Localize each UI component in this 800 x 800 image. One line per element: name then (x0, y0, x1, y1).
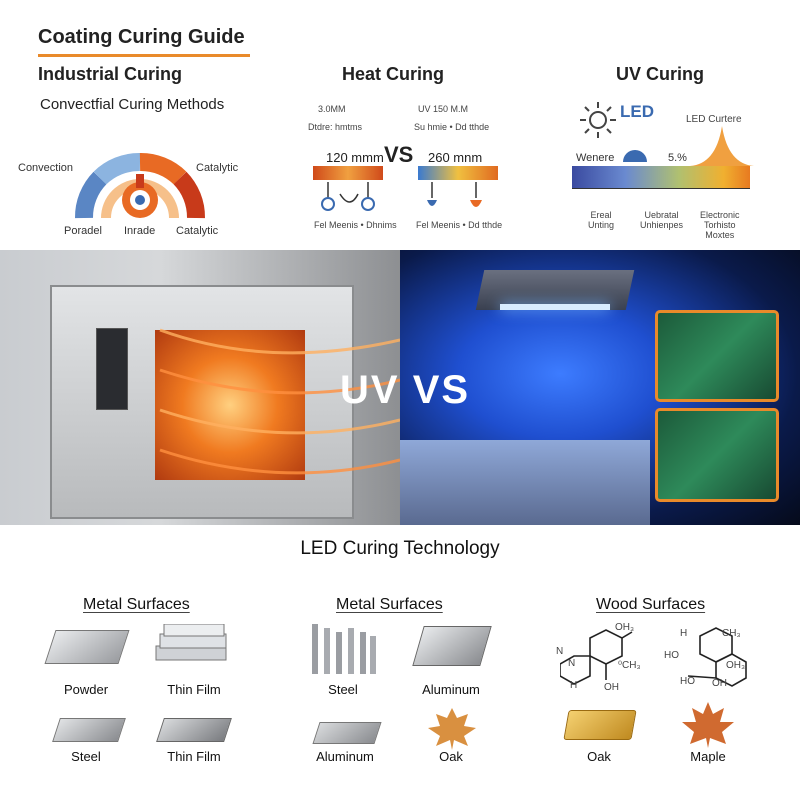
aluminum-plate-icon (412, 626, 492, 666)
led-curve-label: LED Curtere (686, 114, 742, 125)
uv-axis-label-3: Electronic Torhisto Moxtes (700, 210, 740, 240)
aluminum-sheet-icon (312, 722, 382, 744)
industrial-curing-heading: Industrial Curing (38, 64, 182, 84)
wood-surfaces-heading: Wood Surfaces (596, 596, 706, 613)
aluminum-label-2: Aluminum (316, 749, 374, 764)
industrial-oven-photo (0, 250, 400, 525)
pcb-board-top (655, 310, 779, 402)
heat-curing-heading: Heat Curing (342, 64, 445, 84)
chem-label-n-2: N (568, 658, 576, 669)
heat-right-caption: Fel Meenis • Dd tthde (416, 220, 503, 230)
uv-curing-heading: UV Curing (616, 64, 704, 84)
heat-gradient-bar-right (418, 166, 498, 180)
maple-leaf-icon (682, 702, 734, 748)
heat-left-sub: Dtdre: hmtms (308, 122, 363, 132)
heat-right-top: UV 150 M.M (418, 104, 469, 114)
heat-left-caption: Fel Meenis • Dhnims (314, 220, 397, 230)
chem-label-ch3-left: ⁰CH₃ (618, 660, 641, 671)
led-curing-technology-title: LED Curing Technology (300, 538, 500, 559)
thin-film-label-1: Thin Film (167, 682, 221, 697)
metal-surfaces-heading-1: Metal Surfaces (83, 596, 190, 613)
powder-metal-bar-icon (44, 630, 130, 664)
oak-leaf-icon (428, 708, 476, 750)
convection-methods-subheading: Convectfial Curing Methods (40, 96, 225, 113)
convection-label: Convection (18, 162, 74, 174)
heat-left-value: 120 mmm (326, 150, 384, 165)
curing-methods-gauge (75, 153, 205, 219)
pcb-board-bottom (655, 408, 779, 502)
thin-film-plate-icon (156, 718, 232, 742)
uv-axis-line (572, 188, 750, 189)
heat-vs-label: VS (384, 142, 414, 167)
heat-right-value: 260 mnm (428, 150, 483, 165)
chem-label-oh-left: OH (604, 682, 619, 693)
chem-label-ho-2: HO (680, 676, 695, 687)
powder-label: Powder (63, 682, 109, 697)
heat-gradient-bar-left (313, 166, 383, 180)
led-dome-icon (623, 150, 647, 162)
led-label: LED (620, 102, 654, 121)
catalytic-label-bottom: Catalytic (176, 225, 219, 237)
chem-label-n-1: N (556, 646, 564, 657)
heat-arrow-icons (321, 182, 482, 211)
maple-label: Maple (690, 749, 726, 764)
chem-label-h: H (570, 680, 578, 691)
chem-label-ho-1: HO (664, 650, 679, 661)
steel-label-1: Steel (71, 749, 101, 764)
chem-label-oh3-left: OH₃ (615, 622, 635, 633)
chem-label-h-right: H (680, 628, 688, 639)
chem-label-oh-right: OH (712, 678, 727, 689)
aluminum-label-1: Aluminum (422, 682, 480, 697)
steel-plate-icon (52, 718, 126, 742)
spectrum-peak (690, 126, 754, 166)
metal-surfaces-heading-2: Metal Surfaces (336, 596, 443, 613)
wenere-label: Wenere (576, 152, 615, 164)
thin-film-bars-icon (155, 624, 227, 661)
hero-banner: UV VS (0, 250, 800, 525)
heat-right-sub: Su hmie • Dd tthde (414, 122, 490, 132)
page-title: Coating Curing Guide (38, 26, 245, 48)
thin-film-label-2: Thin Film (167, 749, 221, 764)
oven-control-panel (96, 328, 128, 410)
uv-axis-label-2: Uebratal Unhienpes (640, 210, 684, 230)
oak-label-2: Oak (587, 749, 611, 764)
work-surface (400, 440, 650, 525)
sun-icon (580, 102, 616, 138)
chemical-structure-left (560, 629, 633, 685)
heat-wave-lines (159, 328, 400, 475)
chemical-structure-right (687, 627, 747, 687)
uv-spectrum-bar (572, 166, 750, 188)
inrade-label: Inrade (124, 225, 156, 237)
chem-label-oh3-right: OH₃ (726, 660, 746, 671)
uv-lamp-photo (400, 250, 800, 525)
heat-left-top: 3.0MM (318, 104, 346, 114)
hero-uv-vs-text: UV VS (340, 368, 471, 412)
uv-lamp-tube (500, 304, 610, 310)
oak-label-1: Oak (439, 749, 463, 764)
steel-rods-icon (312, 624, 376, 674)
poradel-label: Poradel (64, 225, 102, 237)
chem-label-ch3-right: CH₃ (722, 628, 741, 639)
title-underline (38, 54, 250, 57)
percentage-label: 5.% (668, 152, 687, 164)
steel-label-2: Steel (328, 682, 358, 697)
oak-wood-block-icon (563, 710, 637, 740)
uv-axis-label-1: Ereal Unting (588, 210, 615, 230)
catalytic-label-right: Catalytic (196, 162, 239, 174)
